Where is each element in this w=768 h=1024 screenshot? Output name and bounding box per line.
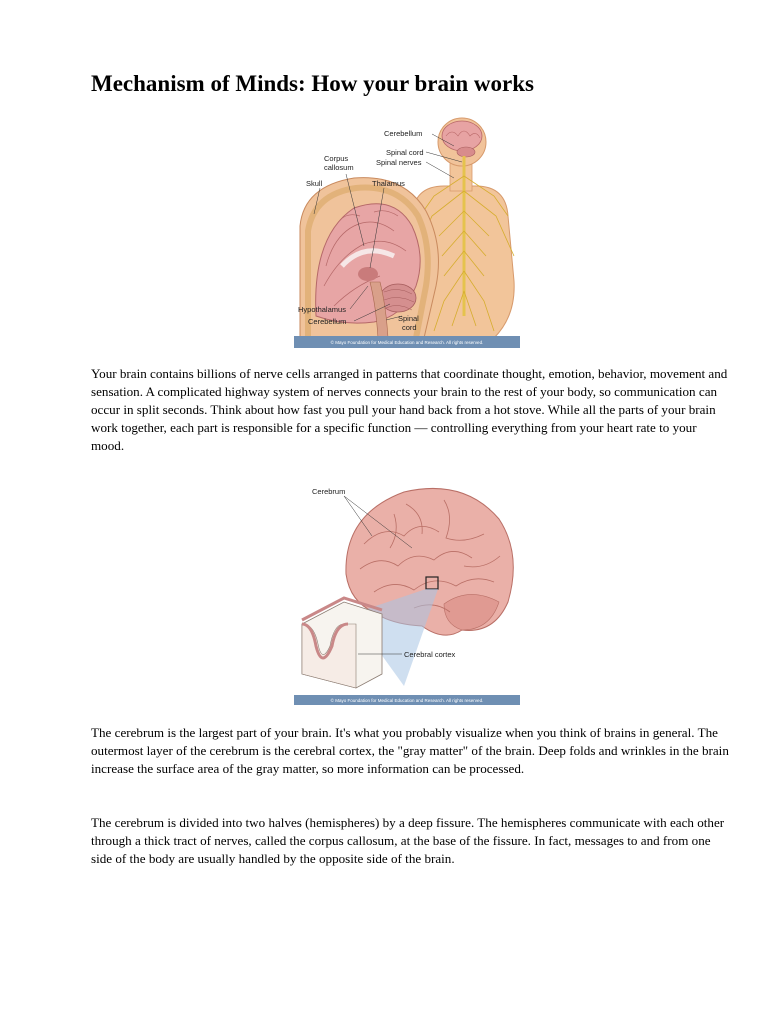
figure-credit: © Mayo Foundation for Medical Education …: [331, 339, 484, 345]
label-cerebral-cortex: Cerebral cortex: [404, 650, 456, 659]
label-corpus: Corpus: [324, 154, 348, 163]
page-title: Mechanism of Minds: How your brain works: [91, 71, 534, 96]
label-callosum: callosum: [324, 163, 354, 172]
label-cerebrum: Cerebrum: [312, 487, 345, 496]
label-skull: Skull: [306, 179, 323, 188]
label-cord: cord: [402, 323, 417, 332]
label-hypothalamus: Hypothalamus: [298, 305, 346, 314]
figure-credit: © Mayo Foundation for Medical Education …: [331, 697, 484, 703]
label-thalamus: Thalamus: [372, 179, 405, 188]
brain-anatomy-figure: © Mayo Foundation for Medical Education …: [294, 116, 520, 348]
label-cerebellum-bottom: Cerebellum: [308, 317, 346, 326]
label-spinal-nerves: Spinal nerves: [376, 158, 422, 167]
label-spinal-cord-top: Spinal cord: [386, 148, 424, 157]
label-cerebellum-top: Cerebellum: [384, 129, 422, 138]
label-spinal: Spinal: [398, 314, 419, 323]
paragraph-hemispheres: The cerebrum is divided into two halves …: [91, 815, 725, 866]
paragraph-cerebrum: The cerebrum is the largest part of your…: [91, 725, 729, 776]
paragraph-intro: Your brain contains billions of nerve ce…: [91, 366, 728, 453]
cerebrum-figure: Cerebrum Cerebral cortex © Mayo Foundati…: [294, 474, 520, 706]
